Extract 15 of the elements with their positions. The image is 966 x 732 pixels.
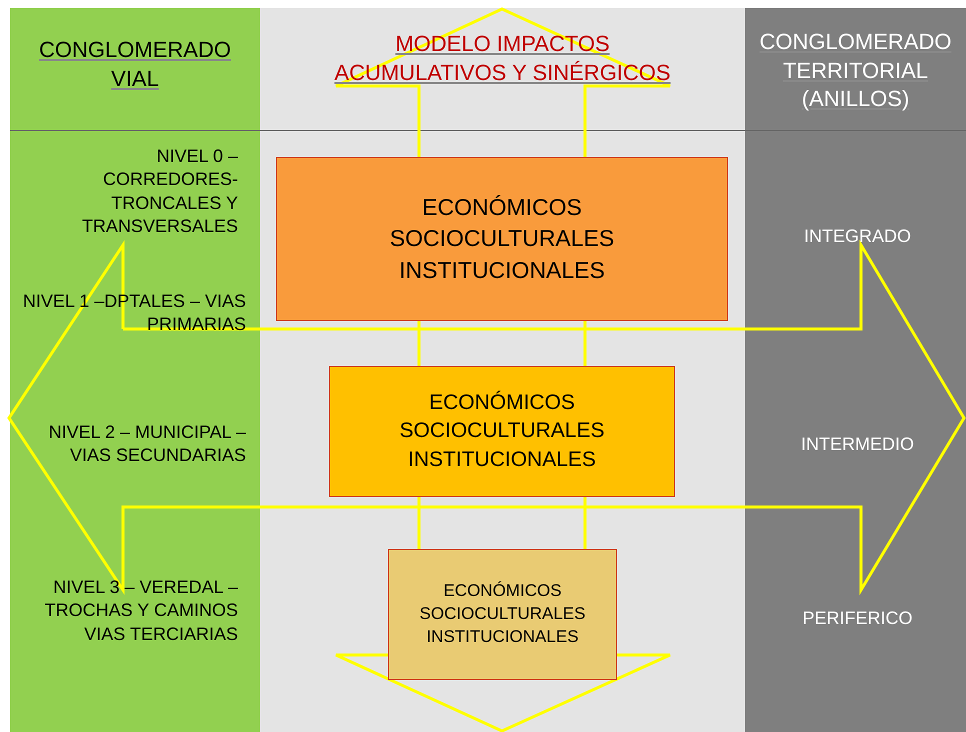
ring-label: INTERMEDIO — [800, 433, 915, 456]
box-text: ECONÓMICOS SOCIOCULTURALES INSTITUCIONALES — [400, 390, 604, 473]
impact-box — [388, 549, 617, 680]
level-label: NIVEL 2 – MUNICIPAL – VIAS SECUNDARIAS — [48, 421, 246, 468]
box-text: ECONÓMICOS SOCIOCULTURALES INSTITUCIONALES — [420, 580, 586, 648]
column-header: CONGLOMERADO TERRITORIAL (ANILLOS) — [758, 28, 952, 114]
level-label: NIVEL 0 – CORREDORES- TRONCALES Y TRANSVERSALES — [80, 145, 238, 238]
level-label: NIVEL 3 – VEREDAL – TROCHAS Y CAMINOS VIAS TERCIARIAS — [44, 576, 238, 646]
box-text: ECONÓMICOS SOCIOCULTURALES INSTITUCIONALES — [390, 193, 614, 285]
level-label: NIVEL 1 –DPTALES – VIAS PRIMARIAS — [22, 290, 246, 336]
impact-box — [276, 157, 728, 321]
impact-box — [329, 366, 675, 497]
ring-label: INTEGRADO — [802, 225, 912, 248]
ring-label: PERIFERICO — [801, 607, 914, 630]
column-header: CONGLOMERADO VIAL — [38, 36, 232, 93]
